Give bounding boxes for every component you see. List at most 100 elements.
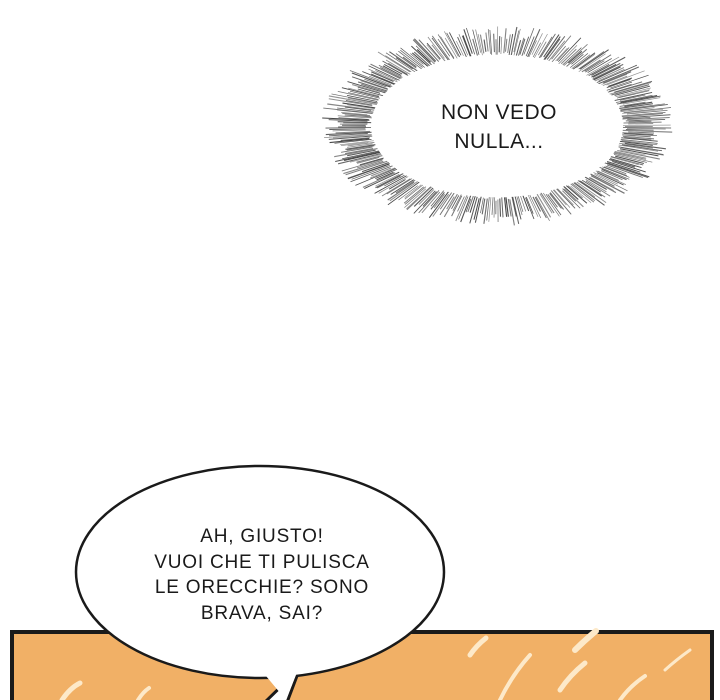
burst-hatch-line xyxy=(570,53,589,68)
burst-hatch-line xyxy=(328,119,368,122)
burst-hatch-line xyxy=(593,66,621,81)
burst-hatch-line xyxy=(389,51,419,73)
burst-hatch-line xyxy=(404,184,422,198)
burst-hatch-line xyxy=(325,127,374,129)
burst-hatch-line xyxy=(552,188,571,208)
burst-hatch-line xyxy=(513,28,521,57)
burst-hatch-line xyxy=(555,186,574,206)
burst-hatch-line xyxy=(347,104,377,110)
highlight-streak xyxy=(467,635,489,658)
burst-hatch-line xyxy=(368,68,398,83)
burst-hatch-line xyxy=(444,31,459,57)
burst-hatch-line xyxy=(501,196,504,218)
burst-hatch-line xyxy=(383,63,403,75)
burst-hatch-line xyxy=(597,166,630,180)
burst-hatch-line xyxy=(619,103,653,110)
burst-hatch-line xyxy=(346,95,378,102)
burst-hatch-line xyxy=(460,194,472,223)
burst-hatch-line xyxy=(573,182,605,206)
burst-hatch-line xyxy=(472,29,480,55)
burst-hatch-line xyxy=(342,102,377,109)
burst-hatch-line xyxy=(418,189,435,205)
burst-hatch-line xyxy=(592,67,625,83)
burst-hatch-line xyxy=(344,147,374,155)
highlight-streak xyxy=(557,660,588,693)
burst-hatch-line xyxy=(347,149,376,157)
burst-hatch-line xyxy=(357,159,383,169)
burst-hatch-line xyxy=(560,48,577,65)
highlight-streak xyxy=(572,628,599,653)
burst-hatch-line xyxy=(527,193,539,217)
burst-hatch-line xyxy=(519,38,526,55)
burst-hatch-line xyxy=(337,152,382,165)
burst-hatch-line xyxy=(411,45,432,66)
burst-hatch-line xyxy=(620,113,663,118)
burst-hatch-line xyxy=(329,138,370,144)
burst-hatch-line xyxy=(332,134,371,139)
burst-hatch-line xyxy=(410,53,424,65)
burst-hatch-line xyxy=(338,117,369,120)
burst-hatch-line xyxy=(588,177,617,194)
burst-hatch-line xyxy=(535,196,550,221)
burst-hatch-line xyxy=(574,181,596,198)
burst-hatch-line xyxy=(371,71,394,82)
burst-hatch-line xyxy=(517,37,525,57)
burst-hatch-line xyxy=(543,34,560,58)
burst-hatch-line xyxy=(344,106,372,111)
burst-hatch-line xyxy=(344,114,372,118)
burst-hatch-line xyxy=(361,83,389,93)
burst-hatch-line xyxy=(606,161,641,173)
burst-hatch-line xyxy=(340,141,369,147)
burst-hatch-line xyxy=(556,47,570,62)
burst-hatch-line xyxy=(457,36,468,59)
burst-hatch-line xyxy=(608,83,632,92)
burst-hatch-line xyxy=(614,80,653,93)
burst-hatch-line xyxy=(613,154,647,163)
burst-hatch-line xyxy=(544,38,561,60)
burst-hatch-line xyxy=(403,186,425,204)
burst-hatch-line xyxy=(540,33,556,58)
burst-hatch-line xyxy=(558,37,582,62)
burst-hatch-line xyxy=(555,47,568,62)
burst-hatch-line xyxy=(388,62,408,75)
burst-hatch-line xyxy=(624,101,653,108)
burst-hatch-line xyxy=(387,181,415,201)
burst-hatch-line xyxy=(537,41,547,56)
burst-hatch-line xyxy=(437,38,451,57)
burst-hatch-line xyxy=(473,198,480,220)
burst-hatch-line xyxy=(622,135,655,140)
burst-hatch-line xyxy=(430,189,445,207)
burst-hatch-line xyxy=(608,77,633,87)
burst-hatch-line xyxy=(385,52,417,74)
burst-hatch-line xyxy=(533,33,548,59)
burst-hatch-line xyxy=(558,45,578,65)
burst-hatch-line xyxy=(323,107,376,114)
burst-hatch-line xyxy=(357,88,386,97)
burst-hatch-line xyxy=(334,147,380,158)
burst-hatch-line xyxy=(617,149,660,160)
burst-hatch-line xyxy=(624,142,666,150)
burst-hatch-line xyxy=(570,181,595,201)
burst-hatch-line xyxy=(619,94,646,101)
burst-hatch-line xyxy=(451,195,460,209)
burst-hatch-line xyxy=(619,148,659,157)
burst-hatch-line xyxy=(508,33,514,56)
burst-hatch-line xyxy=(590,175,625,194)
burst-hatch-line xyxy=(461,35,471,57)
burst-hatch-line xyxy=(384,174,405,187)
burst-hatch-line xyxy=(499,198,502,217)
burst-hatch-line xyxy=(577,53,606,73)
burst-hatch-line xyxy=(588,64,610,76)
burst-hatch-line xyxy=(351,165,390,180)
burst-hatch-line xyxy=(430,191,445,210)
burst-hatch-line xyxy=(488,196,492,222)
burst-hatch-line xyxy=(380,67,402,79)
burst-hatch-line xyxy=(600,170,623,181)
burst-hatch-line xyxy=(335,150,383,163)
burst-hatch-line xyxy=(620,111,666,117)
burst-hatch-line xyxy=(463,29,473,54)
burst-hatch-line xyxy=(348,92,379,100)
burst-hatch-line xyxy=(597,170,619,181)
burst-hatch-line xyxy=(612,150,647,159)
burst-hatch-line xyxy=(418,39,440,62)
